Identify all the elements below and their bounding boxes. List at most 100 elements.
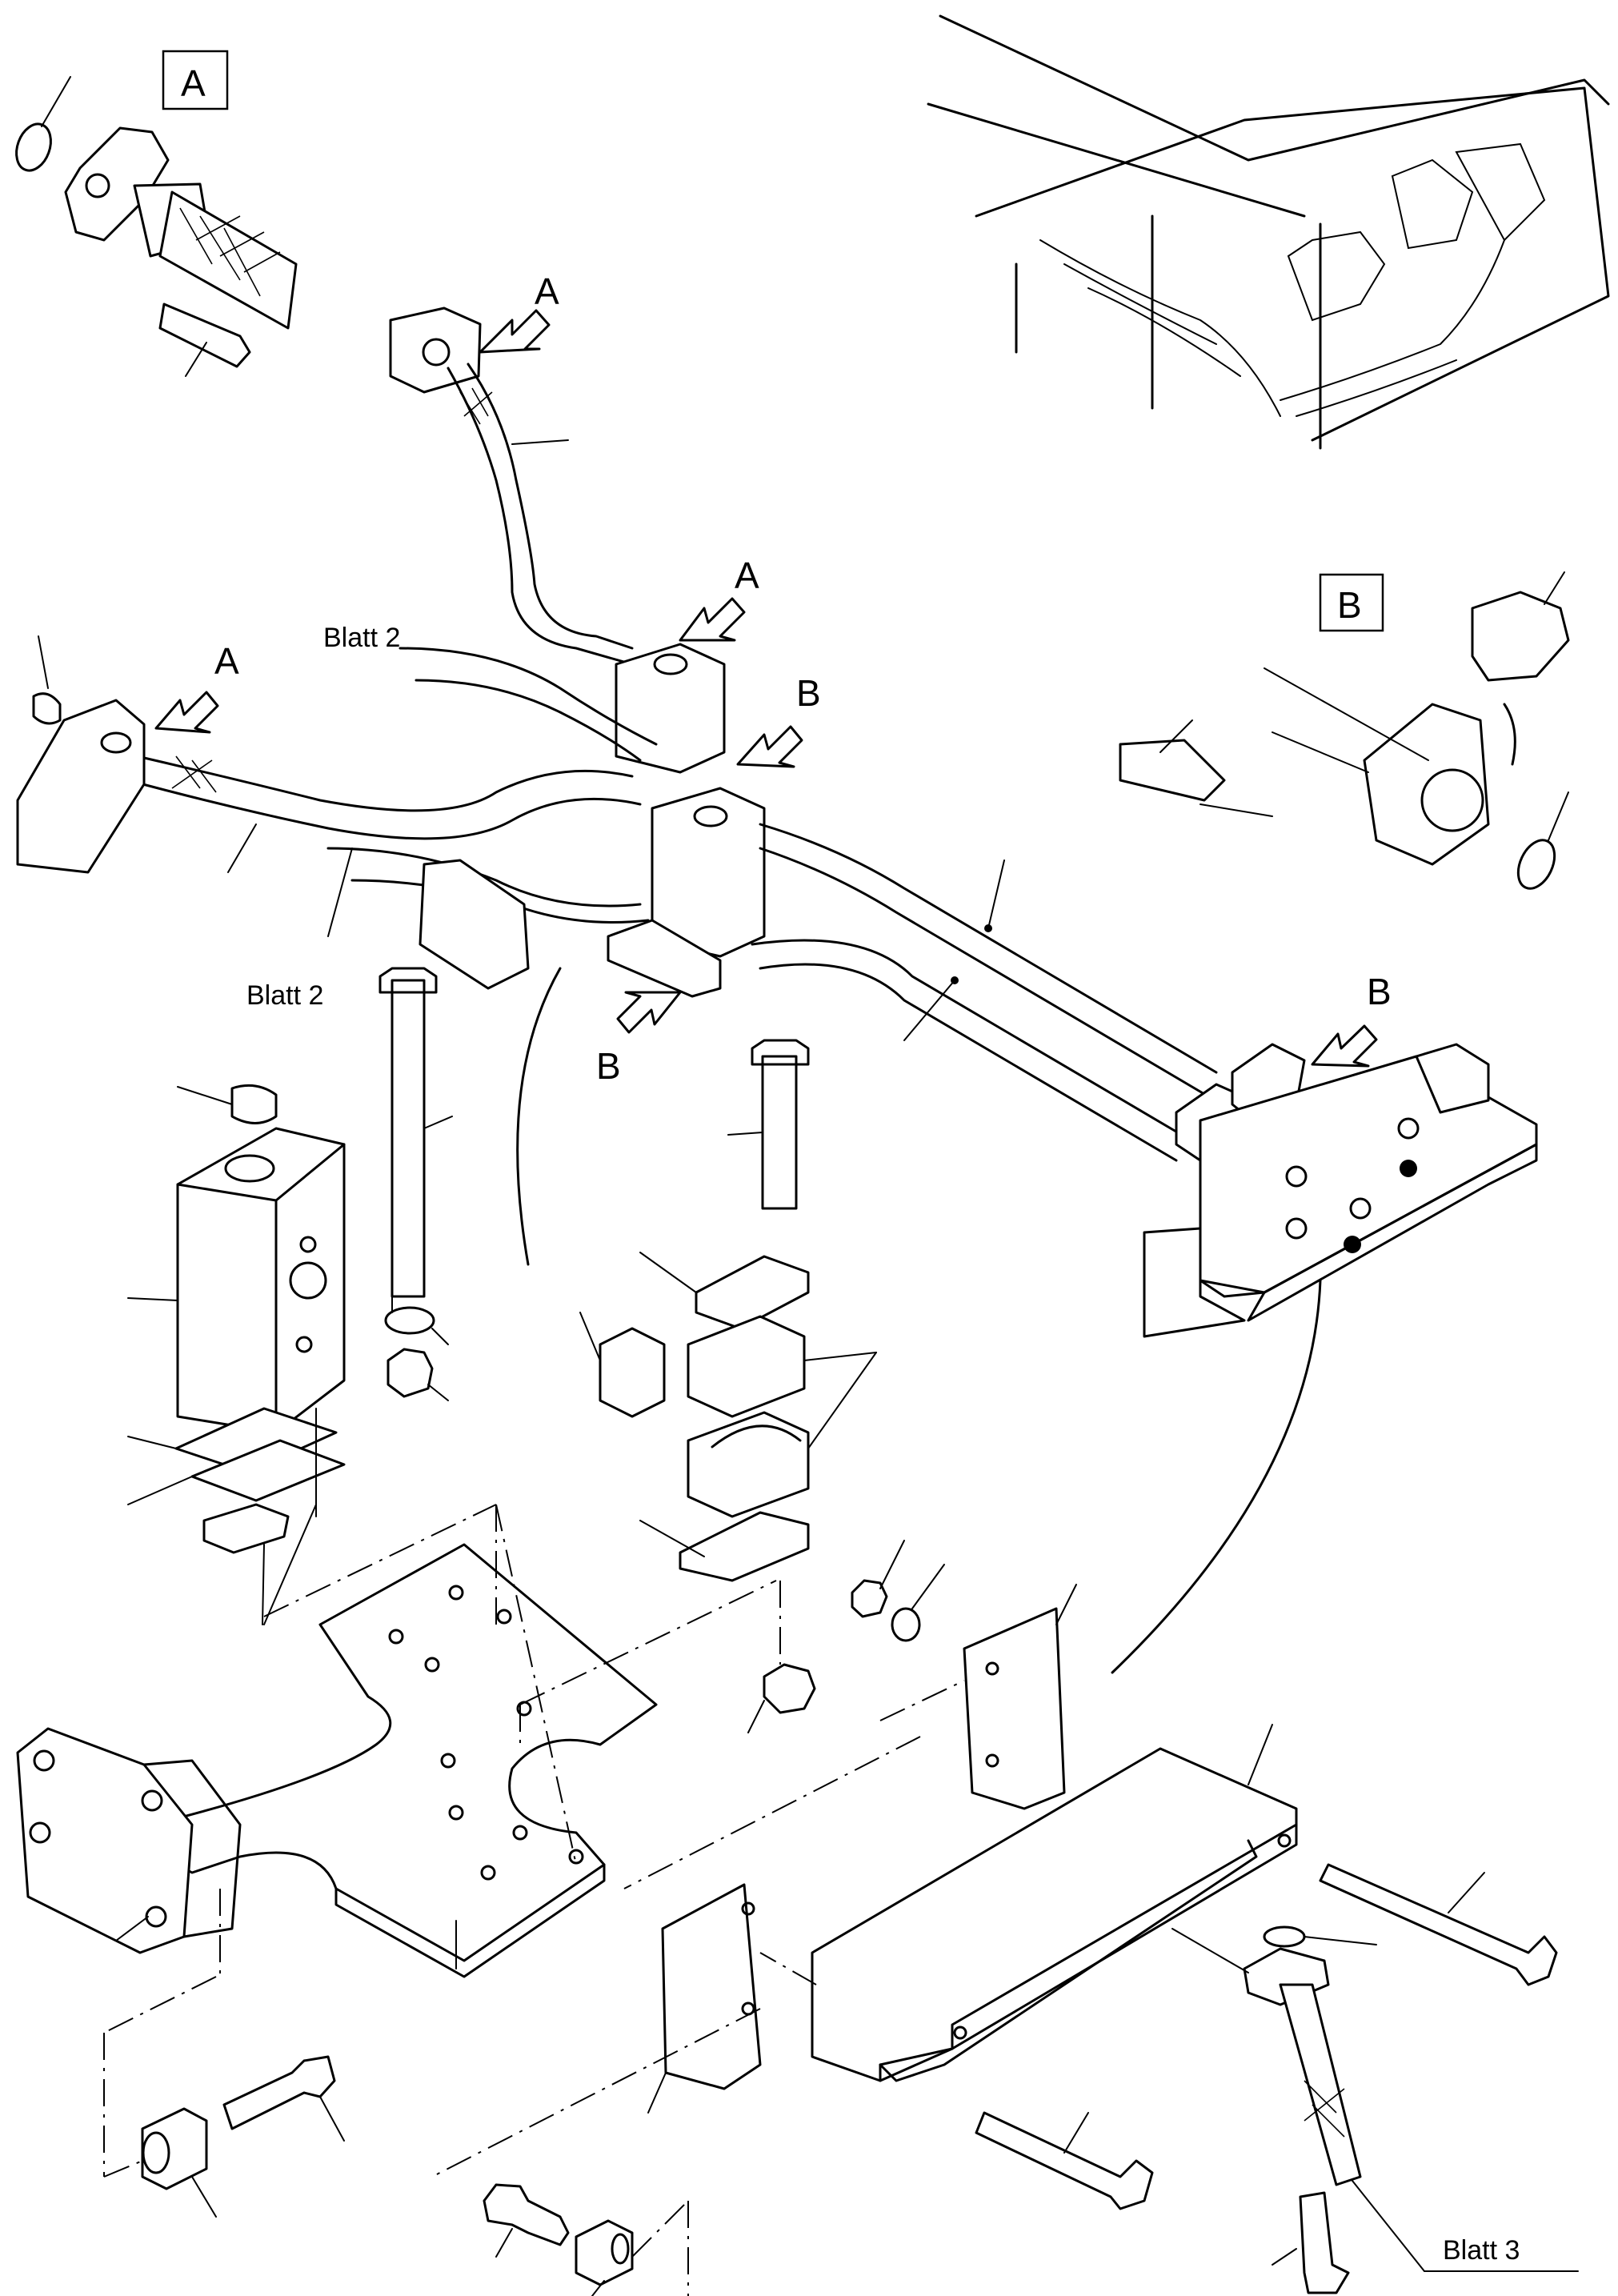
main-pipe-edge-4 <box>759 963 1178 1162</box>
main-pipe-edge-1 <box>759 823 1218 1074</box>
bracket-hole-1 <box>1285 1217 1308 1240</box>
leader-left-hose <box>227 823 257 873</box>
left-hose-edge-1 <box>118 751 634 812</box>
base-plate-hole-8 <box>512 1825 528 1841</box>
bracket-side-plate <box>1143 1227 1246 1338</box>
detail-a-label: A <box>181 62 206 104</box>
base-plate-hole-10 <box>480 1865 496 1881</box>
support-beam-lip <box>879 1839 1258 2082</box>
clamp-top-plate <box>695 1255 810 1330</box>
clamp-half-upper <box>687 1315 806 1418</box>
bracket-hole-3 <box>1397 1117 1420 1140</box>
detail-b-frame <box>1319 573 1384 632</box>
leader-grommet <box>579 1312 601 1361</box>
valve-block-lower-port <box>693 805 728 827</box>
support-beam-hole-2 <box>953 2026 967 2040</box>
long-bolt-2-head <box>751 1039 810 1066</box>
clamp-plate-small <box>202 1503 290 1554</box>
leader-valve-block <box>127 1297 178 1301</box>
blanking-plate <box>419 859 530 990</box>
leader-lower-flange <box>1171 1928 1249 1973</box>
electronic-modules <box>1287 142 1546 322</box>
view-arrow-b-right <box>1311 1024 1378 1068</box>
valve-block-exploded-body <box>176 1127 346 1434</box>
upper-hose-edge-1 <box>447 367 634 666</box>
bracket-hole-4 <box>1285 1165 1308 1188</box>
leader-bolt-a <box>185 342 207 377</box>
base-mount-flange-depth <box>142 1759 242 1938</box>
leader-bolt-set-1 <box>319 2096 345 2142</box>
long-bolt-3 <box>1319 1863 1558 1986</box>
long-bolt-2 <box>761 1055 798 1210</box>
valve-block-plug <box>230 1084 278 1124</box>
label-view-b-low: B <box>596 1045 621 1087</box>
leader-pipe-2 <box>903 980 955 1041</box>
base-plate-hole-6 <box>440 1753 456 1769</box>
spacer-1-bore <box>142 2131 170 2174</box>
centerline-plate-2 <box>495 1504 577 1865</box>
leader-clamp-halves-2 <box>807 1352 877 1449</box>
right-mounting-bracket <box>1143 1043 1538 1338</box>
housing-frame <box>975 86 1610 442</box>
detail-b-flange-assembly: B <box>1119 571 1570 890</box>
main-pipe-edge-2 <box>759 847 1210 1098</box>
nut-1 <box>386 1348 434 1398</box>
leader-clamp-top <box>639 1252 697 1293</box>
leader-pipe-1 <box>987 859 1005 929</box>
wiring-harness <box>1039 239 1505 417</box>
support-plate-upper <box>963 1607 1066 1810</box>
washer-1 <box>384 1306 435 1335</box>
support-plate-upper-hole-1 <box>985 1661 999 1676</box>
base-plate-thickness <box>334 1863 606 1978</box>
bracket-hole-2 <box>1349 1197 1372 1220</box>
leader-blatt3 <box>1352 2180 1425 2272</box>
protective-cap-b <box>1471 591 1570 682</box>
label-view-a-mid: A <box>735 555 759 596</box>
leader-long-bolt-1 <box>423 1116 453 1129</box>
leader-clamp-small <box>262 1544 265 1625</box>
flange-a-bore <box>85 173 110 198</box>
base-plate-hole-7 <box>448 1805 464 1821</box>
leader-bolt-b <box>1159 719 1193 753</box>
leader-blatt2-hose <box>327 847 353 937</box>
bolt-a <box>158 303 251 368</box>
base-flange-hole-2 <box>141 1789 163 1812</box>
leader-nut-3 <box>879 1540 905 1589</box>
leader-support-lower <box>647 2072 667 2114</box>
support-plate-lower <box>661 1883 762 2090</box>
valve-block-base <box>607 919 722 998</box>
long-bolt-4 <box>975 2111 1154 2210</box>
assembly-arc-left <box>516 967 562 1266</box>
bolt-set-2 <box>483 2183 570 2246</box>
pipe-b-line-1 <box>1264 667 1429 761</box>
bracket-tab <box>1415 1043 1490 1114</box>
upper-flange-bore <box>422 338 451 367</box>
leader-o-ring-b <box>1548 791 1569 841</box>
leader-o-ring-lower <box>1304 1936 1377 1945</box>
leader-spacer-1 <box>191 2176 217 2218</box>
support-plate-upper-hole-2 <box>985 1753 999 1768</box>
label-view-b-right: B <box>1367 971 1392 1012</box>
valve-block-upper-port <box>653 653 688 675</box>
housing-shelf <box>927 102 1306 218</box>
bracket-lower-edge <box>1199 1143 1538 1322</box>
clamp-half-lower-groove <box>711 1424 802 1449</box>
leader-washer-1 <box>431 1328 449 1345</box>
flange-a <box>64 126 170 242</box>
leader-seal-2 <box>127 1476 193 1505</box>
base-plate-hole-3 <box>424 1657 440 1673</box>
base-flange-hole-3 <box>29 1821 51 1844</box>
leader-nut-1 <box>427 1384 449 1401</box>
leader-valve-plug <box>177 1086 233 1105</box>
detail-a-flange-assembly: A <box>15 50 298 377</box>
hose-a-braid <box>179 207 281 297</box>
spacer-bolt-sets <box>103 2055 689 2296</box>
long-bolt-1-head <box>378 967 438 994</box>
base-plate-hole-4 <box>496 1609 512 1625</box>
label-blatt2-lower: Blatt 2 <box>246 980 323 1011</box>
lower-support-assembly <box>431 1540 1558 2294</box>
left-hose-braid <box>171 755 217 793</box>
nut-3 <box>851 1579 888 1618</box>
support-plate-lower-hole-1 <box>741 1901 755 1916</box>
spacer-2 <box>575 2219 634 2286</box>
